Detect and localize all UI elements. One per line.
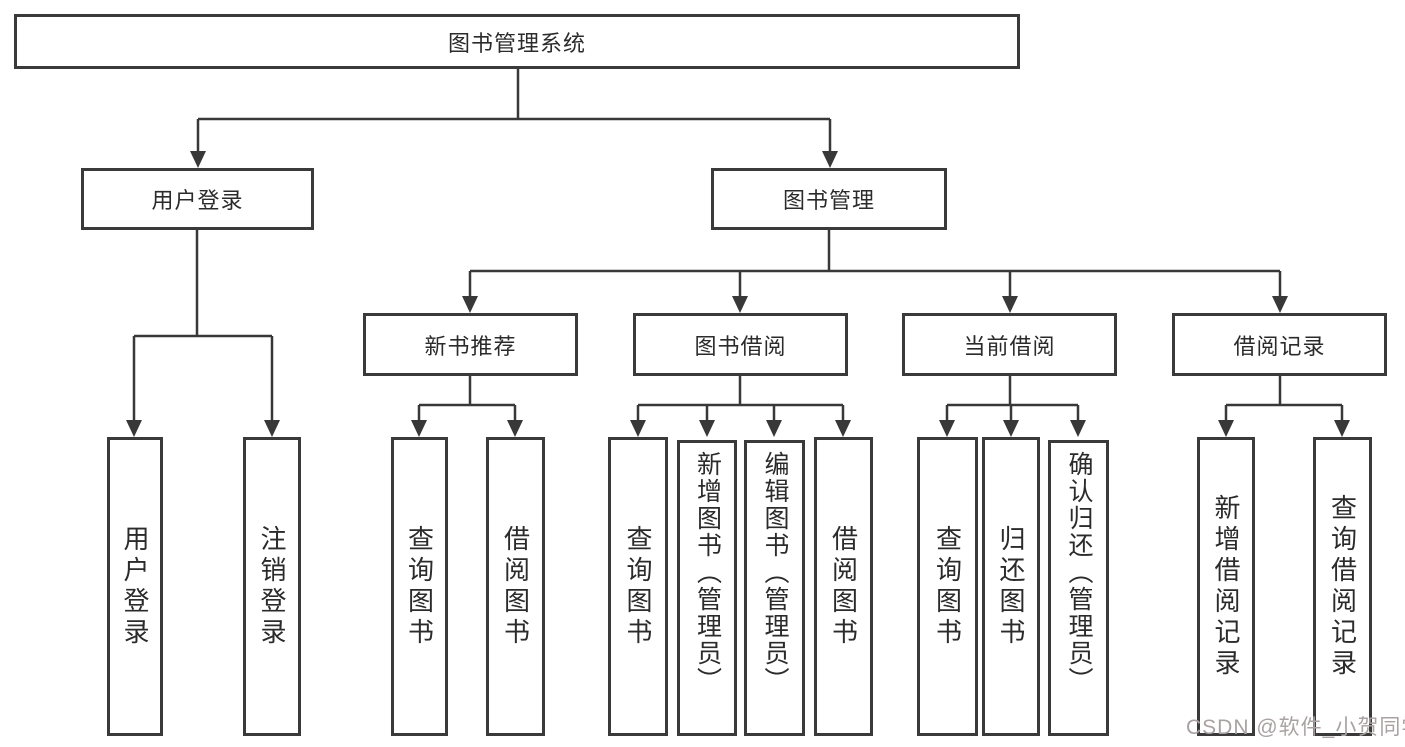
- connector-line: [1224, 376, 1344, 421]
- connector-line: [468, 230, 1282, 297]
- connector-new-book-recommend: [417, 376, 517, 421]
- node-current-borrowing: 当前借阅: [902, 313, 1117, 376]
- node-library-system: 图书管理系统: [14, 14, 1020, 69]
- arrowhead: [835, 420, 851, 437]
- leaf-label: 用户登录: [120, 524, 150, 649]
- leaf-add-books-admin: 新增图书（管理员）: [677, 440, 737, 736]
- leaf-label: 编辑图书（管理员）: [761, 451, 789, 694]
- arrowhead: [732, 296, 748, 313]
- node-borrowing-records: 借阅记录: [1172, 313, 1387, 376]
- leaf-label: 查询图书: [932, 524, 963, 649]
- node-label: 新书推荐: [424, 333, 517, 359]
- arrowhead: [630, 420, 646, 437]
- arrowhead: [507, 420, 523, 437]
- arrowhead: [766, 420, 782, 437]
- connector-line: [196, 69, 832, 152]
- node-label: 图书借阅: [694, 333, 787, 359]
- arrowhead: [939, 420, 955, 437]
- arrowhead: [1272, 296, 1288, 313]
- arrowhead: [1334, 420, 1350, 437]
- arrowhead: [190, 151, 206, 168]
- arrowhead: [1070, 420, 1086, 437]
- leaf-borrow-books: 借阅图书: [814, 437, 873, 736]
- connector-line: [636, 376, 845, 421]
- leaf-query-books: 查询图书: [608, 437, 668, 736]
- leaf-borrow-books: 借阅图书: [486, 437, 545, 736]
- leaf-add-borrow-record: 新增借阅记录: [1197, 437, 1255, 736]
- leaf-label: 新增借阅记录: [1211, 493, 1241, 680]
- arrowhead: [699, 420, 715, 437]
- leaf-query-books: 查询图书: [917, 437, 978, 736]
- node-new-book-recommend: 新书推荐: [363, 313, 578, 376]
- connector-user-login: [132, 230, 274, 421]
- connector-line: [945, 376, 1080, 421]
- leaf-label: 查询图书: [623, 524, 653, 649]
- connector-borrowing-records: [1224, 376, 1344, 421]
- leaf-edit-books-admin: 编辑图书（管理员）: [744, 440, 805, 736]
- arrowhead: [1218, 420, 1234, 437]
- leaf-label: 借阅图书: [828, 524, 859, 649]
- leaf-user-login: 用户登录: [107, 437, 163, 736]
- connector-root: [196, 69, 832, 152]
- leaf-label: 归还图书: [996, 524, 1026, 649]
- leaf-label: 查询借阅记录: [1327, 493, 1358, 680]
- node-user-login: 用户登录: [81, 168, 314, 230]
- connector-line: [132, 230, 274, 421]
- connector-book-management: [468, 230, 1282, 297]
- arrowhead: [822, 151, 838, 168]
- leaf-label: 注销登录: [257, 524, 287, 649]
- leaf-label: 新增图书（管理员）: [693, 451, 722, 694]
- node-book-borrowing: 图书借阅: [633, 313, 848, 376]
- node-label: 图书管理系统: [447, 30, 586, 56]
- arrowheads: [126, 151, 1350, 437]
- arrowhead: [264, 420, 280, 437]
- node-label: 图书管理: [782, 188, 875, 213]
- leaf-label: 查询图书: [404, 524, 435, 649]
- leaf-label: 确认归还（管理员）: [1065, 451, 1093, 694]
- node-label: 用户登录: [151, 188, 244, 213]
- node-label: 当前借阅: [963, 333, 1056, 359]
- arrowhead: [411, 420, 427, 437]
- arrowhead: [126, 420, 142, 437]
- csdn-watermark: CSDN @软件_小贺同学: [1186, 716, 1405, 739]
- leaf-return-books: 归还图书: [982, 437, 1040, 736]
- leaf-label: 借阅图书: [500, 524, 531, 649]
- leaf-logout: 注销登录: [243, 437, 301, 736]
- connector-current-borrowing: [945, 376, 1080, 421]
- arrowhead: [1002, 296, 1018, 313]
- leaf-query-borrow-record: 查询借阅记录: [1313, 437, 1372, 736]
- connector-line: [417, 376, 517, 421]
- leaf-query-books: 查询图书: [391, 437, 448, 736]
- leaf-confirm-return-admin: 确认归还（管理员）: [1048, 440, 1109, 736]
- node-book-management: 图书管理: [711, 168, 947, 230]
- arrowhead: [1003, 420, 1019, 437]
- connector-book-borrowing: [636, 376, 845, 421]
- node-label: 借阅记录: [1233, 333, 1326, 359]
- arrowhead: [462, 296, 478, 313]
